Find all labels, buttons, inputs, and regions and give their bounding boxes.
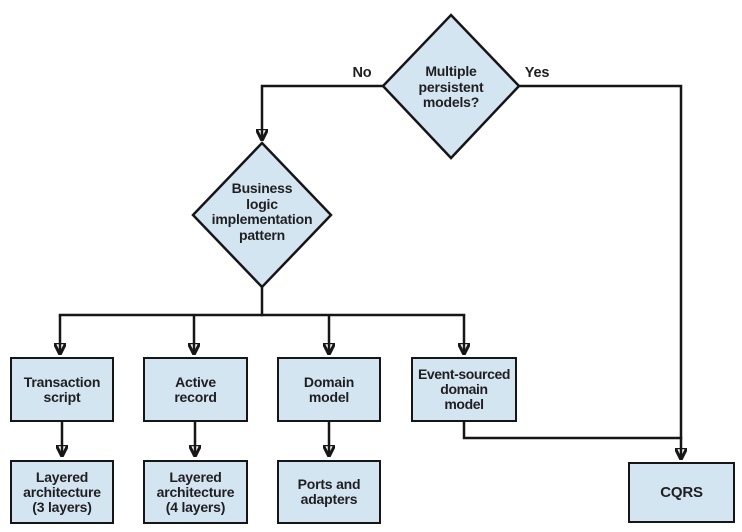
node-domain-model: Domain model <box>277 357 381 422</box>
node-cqrs: CQRS <box>628 462 735 523</box>
edge-event-sourced-to-cqrs <box>462 420 683 440</box>
edge-label-yes: Yes <box>524 65 550 81</box>
edge-yes-branch <box>519 84 681 458</box>
node-event-sourced-domain-model: Event-sourced domain model <box>411 357 517 422</box>
edge-label-no: No <box>352 65 372 81</box>
node-transaction-script: Transaction script <box>10 357 114 422</box>
decision-multiple-persistent-models-shape <box>381 13 521 160</box>
node-ports-and-adapters: Ports and adapters <box>277 460 381 524</box>
decision-business-logic-pattern-shape <box>191 141 333 289</box>
node-layered-architecture-3-layers: Layered architecture (3 layers) <box>10 460 114 524</box>
node-active-record: Active record <box>143 357 248 422</box>
edge-no-branch <box>262 84 383 139</box>
node-layered-architecture-4-layers: Layered architecture (4 layers) <box>143 460 248 524</box>
